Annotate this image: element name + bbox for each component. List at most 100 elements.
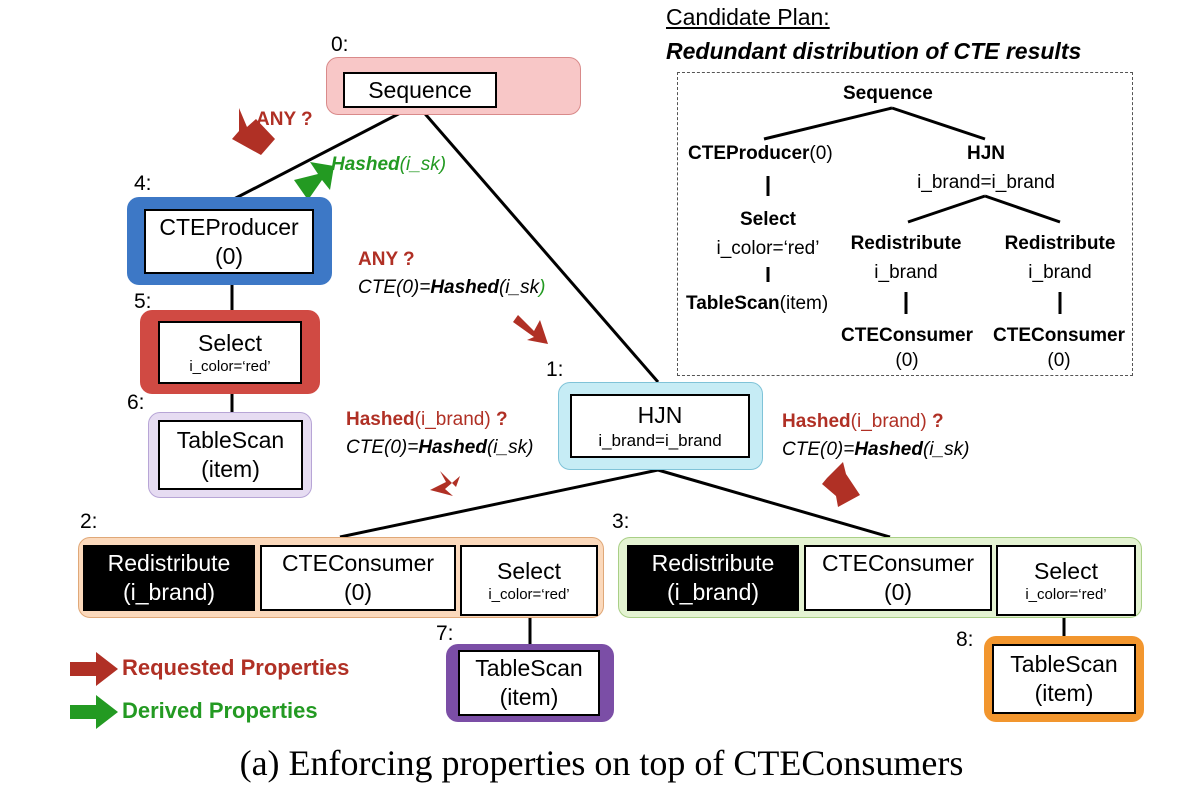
cte-close: ): [539, 276, 546, 298]
cand-consumer-label: CTEConsumer: [993, 325, 1125, 346]
req-fn: Hashed: [782, 411, 851, 432]
select-box: Select i_color=‘red’: [158, 321, 302, 384]
candidate-title: Candidate Plan:: [666, 4, 830, 31]
cte-arg: (i_sk): [922, 438, 970, 460]
requested-arrow-icon: [232, 108, 275, 155]
node-id: 5:: [134, 290, 152, 313]
redistribute-label: Redistribute: [107, 550, 231, 577]
tablescan-arg: (item): [1034, 680, 1094, 706]
node-id: 3:: [612, 510, 630, 533]
cand-cteproducer-arg: (0): [809, 143, 833, 164]
cteconsumer-box: CTEConsumer (0): [260, 545, 456, 611]
select-cond: i_color=‘red’: [1025, 585, 1107, 603]
cand-redistribute-label: Redistribute: [850, 233, 962, 254]
cand-consumer-2: CTEConsumer (0): [986, 322, 1132, 370]
cand-redistribute-arg: i_brand: [1028, 261, 1092, 283]
cte-fn: Hashed: [430, 276, 499, 298]
cteconsumer-label: CTEConsumer: [821, 550, 975, 577]
cand-sequence: Sequence: [843, 83, 933, 104]
redistribute-arg: (i_brand): [666, 579, 760, 605]
cte-arg: (i_sk): [486, 436, 534, 458]
tablescan-arg: (item): [499, 684, 559, 710]
derived-arrow-icon: [294, 162, 334, 200]
edge-1-3: [657, 468, 891, 539]
legend-derived: Derived Properties: [122, 698, 318, 723]
cteproducer-arg: (0): [214, 242, 244, 269]
req-arg: (i_brand): [850, 411, 927, 432]
redistribute-label: Redistribute: [651, 550, 775, 577]
sequence-label: Sequence: [343, 72, 497, 108]
cand-consumer-arg: (0): [895, 349, 919, 371]
derived-arrow-icon: [70, 695, 118, 729]
edge-0-1: [418, 107, 660, 383]
cteconsumer-label: CTEConsumer: [281, 550, 435, 577]
legend-requested: Requested Properties: [122, 655, 350, 680]
select-cond: i_color=‘red’: [189, 357, 271, 375]
tablescan-label: TableScan: [176, 427, 285, 454]
select-box: Select i_color=‘red’: [996, 545, 1136, 616]
hjn-label: HJN: [637, 402, 683, 428]
cand-consumer-1: CTEConsumer (0): [834, 322, 980, 370]
requested-arrow-icon: [513, 315, 548, 344]
cand-consumer-label: CTEConsumer: [841, 325, 973, 346]
cand-redistribute-label: Redistribute: [1004, 233, 1116, 254]
tablescan-label: TableScan: [1010, 651, 1118, 678]
any-annotation: ANY ?: [256, 109, 313, 130]
select-label: Select: [1034, 557, 1098, 584]
cand-select-label: Select: [740, 209, 796, 230]
derived-hashed-annotation: Hashed(i_sk): [331, 151, 446, 179]
mid-request-annotation: ANY ? CTE(0)=Hashed(i_sk): [358, 246, 545, 301]
node-id: 1:: [546, 358, 564, 381]
left-request-annotation: Hashed(i_brand) ? CTE(0)=Hashed(i_sk): [346, 406, 533, 461]
req-fn: Hashed: [346, 409, 415, 430]
cand-cteproducer: CTEProducer(0): [688, 140, 833, 169]
cte-prefix: CTE(0)=: [782, 438, 855, 460]
candidate-plan-panel: [677, 72, 1133, 376]
tablescan-box: TableScan (item): [458, 650, 600, 716]
cteconsumer-arg: (0): [883, 579, 913, 605]
req-q: ?: [926, 411, 944, 432]
candidate-title-text: Candidate Plan:: [666, 4, 830, 30]
node-id: 7:: [436, 622, 454, 645]
cand-tablescan: TableScan(item): [686, 290, 828, 319]
hashed-fn: Hashed: [331, 154, 400, 175]
node-id: 2:: [80, 510, 98, 533]
select-cond: i_color=‘red’: [488, 585, 570, 603]
cte-fn: Hashed: [418, 436, 487, 458]
cand-redistribute-2: Redistribute i_brand: [994, 230, 1126, 287]
redistribute-arg: (i_brand): [122, 579, 216, 605]
candidate-subtitle: Redundant distribution of CTE results: [666, 38, 1082, 64]
cand-cteproducer-label: CTEProducer: [688, 143, 810, 164]
cteproducer-box: CTEProducer (0): [144, 209, 314, 274]
cand-hjn-cond: i_brand=i_brand: [917, 171, 1055, 193]
select-label: Select: [198, 329, 262, 356]
edge-0-4: [231, 106, 411, 202]
right-request-annotation: Hashed(i_brand) ? CTE(0)=Hashed(i_sk): [782, 408, 969, 463]
cand-tablescan-arg: (item): [779, 293, 829, 314]
tablescan-arg: (item): [201, 456, 260, 482]
figure-caption: (a) Enforcing properties on top of CTECo…: [239, 743, 964, 783]
cte-arg: (i_sk: [498, 276, 540, 298]
requested-arrow-icon: [430, 471, 460, 496]
cte-fn: Hashed: [854, 438, 923, 460]
requested-arrow-icon: [822, 462, 860, 507]
tablescan-box: TableScan (item): [158, 420, 303, 490]
requested-arrow-icon: [70, 652, 118, 686]
cand-consumer-arg: (0): [1047, 349, 1071, 371]
cte-prefix: CTE(0)=: [358, 276, 431, 298]
cand-select: Select i_color=‘red’: [701, 206, 835, 263]
cand-redistribute-arg: i_brand: [874, 261, 938, 283]
cte-prefix: CTE(0)=: [346, 436, 419, 458]
redistribute-box: Redistribute (i_brand): [627, 545, 799, 611]
cteproducer-label: CTEProducer: [159, 213, 299, 240]
any-annotation: ANY ?: [358, 249, 415, 270]
node-id: 4:: [134, 172, 152, 195]
req-q: ?: [490, 409, 508, 430]
node-id: 8:: [956, 628, 974, 651]
cand-hjn: HJN i_brand=i_brand: [900, 140, 1072, 197]
tablescan-box: TableScan (item): [992, 644, 1136, 714]
hjn-box: HJN i_brand=i_brand: [570, 394, 750, 458]
select-label: Select: [497, 557, 561, 584]
